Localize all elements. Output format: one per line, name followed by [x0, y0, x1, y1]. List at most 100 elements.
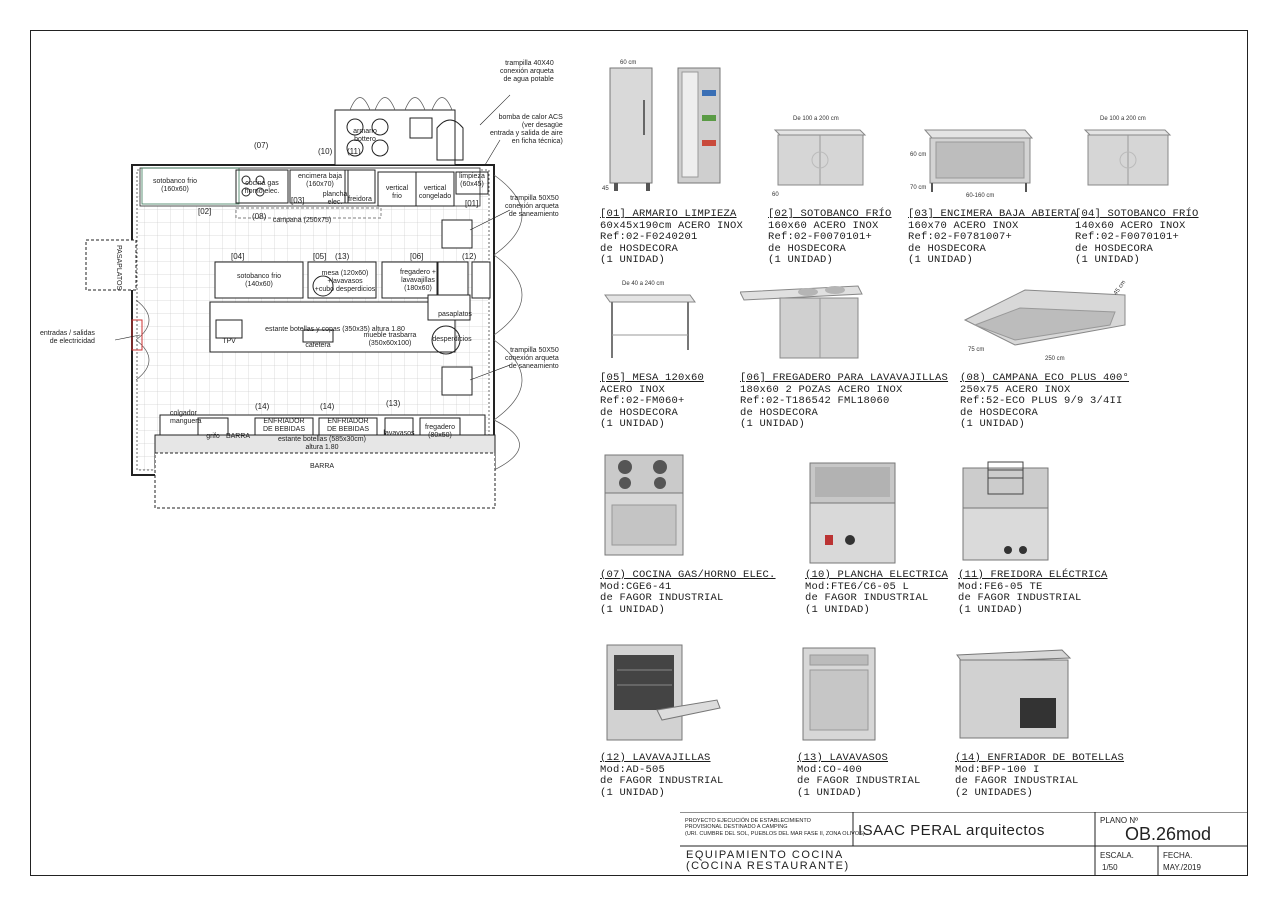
label-freidora: freidora — [348, 196, 372, 203]
fregadero-image — [740, 285, 863, 359]
enfriador-botellas-image — [956, 649, 1072, 739]
catalog-title: [04] SOTOBANCO FRÍO — [1075, 208, 1199, 220]
catalog-line: de HOSDECORA — [600, 242, 679, 255]
label-grifo: grifo — [206, 433, 220, 440]
electric-panel — [131, 319, 143, 351]
mesa-box — [307, 261, 377, 299]
dim-encimera-length: 60-160 cm — [966, 193, 995, 199]
bomba-calor — [436, 119, 464, 161]
sotobanco-frio-image — [773, 129, 867, 186]
limpieza-box — [455, 171, 489, 195]
catalog-item-08: (08) CAMPANA ECO PLUS 400° 250x75 ACERO … — [960, 372, 1129, 431]
tag-12: (12) — [462, 252, 477, 261]
catalog-line: (2 UNIDADES) — [955, 786, 1034, 799]
lavavajillas-side — [471, 261, 491, 299]
catalog-line: Mod:BFP-100 I — [955, 763, 1040, 776]
label-pasaplatos-right: pasaplatos — [438, 311, 472, 318]
label-barra-small: BARRA — [225, 433, 251, 440]
barra-outline — [154, 452, 496, 509]
catalog-item-02: [02] SOTOBANCO FRÍO 160x60 ACERO INOX Re… — [768, 208, 892, 267]
sheet-border — [30, 30, 1248, 876]
catalog-line: de HOSDECORA — [1075, 242, 1154, 255]
label-entradas-electricidad: entradas / salidas de electricidad — [40, 330, 95, 345]
catalog-line: (1 UNIDAD) — [768, 254, 834, 267]
catalog-line: de FAGOR INDUSTRIAL — [805, 592, 929, 605]
dim-sotobanco-depth: 60 — [772, 192, 779, 198]
title-block-frame — [680, 812, 1248, 876]
label-armario-bottero: armario bottero — [353, 128, 377, 143]
dim-mesa-width: De 40 a 240 cm — [622, 281, 665, 287]
catalog-line: de FAGOR INDUSTRIAL — [958, 592, 1082, 605]
catalog-line: de FAGOR INDUSTRIAL — [600, 592, 724, 605]
dim-campana-width: 75 cm — [968, 347, 985, 353]
label-enfriador-2: ENFRIADOR DE BEBIDAS — [326, 418, 370, 433]
dim-encimera-height-2: 70 cm — [910, 185, 927, 191]
catalog-line: Mod:FE6-05 TE — [958, 580, 1043, 593]
catalog-line: (1 UNIDAD) — [908, 254, 974, 267]
tag-13b: (13) — [386, 399, 401, 408]
catalog-title: [06] FREGADERO PARA LAVAVAJILLAS — [740, 372, 949, 384]
label-trampilla-agua: trampilla 40X40 conexión arqueta de agua… — [500, 60, 554, 83]
desperdicios-circle — [431, 325, 461, 355]
vertical-congelado — [415, 171, 455, 207]
catalog-line: Ref:52-ECO PLUS 9/9 3/4II — [960, 395, 1123, 408]
plano-label: PLANO Nº — [1100, 816, 1139, 825]
catalog-line: Ref:02-F0070101+ — [1075, 231, 1180, 244]
fregadero-box — [381, 261, 438, 299]
catalog-line: 160x70 ACERO INOX — [908, 219, 1019, 232]
catalog-title: [02] SOTOBANCO FRÍO — [768, 208, 892, 220]
label-enfriador-1: ENFRIADOR DE BEBIDAS — [262, 418, 306, 433]
cubo-desperdicios — [312, 275, 334, 297]
sotobanco-frio-mid — [214, 261, 304, 299]
kitchen-floor-plan: trampilla 40X40 conexión arqueta de agua… — [40, 40, 600, 520]
catalog-title: (12) LAVAVAJILLAS — [600, 752, 711, 764]
catalog-line: (1 UNIDAD) — [600, 603, 666, 616]
catalog-line: (1 UNIDAD) — [960, 418, 1026, 431]
catalog-line: Mod:FTE6/C6-05 L — [805, 580, 910, 593]
architect-name: ISAAC PERAL arquitectos — [858, 822, 1045, 839]
catalog-title: (07) COCINA GAS/HORNO ELEC. — [600, 569, 776, 581]
burner — [241, 175, 251, 185]
tag-11: (11) — [347, 147, 361, 156]
catalog-line: Ref:02-F0070101+ — [768, 231, 873, 244]
catalog-line: (1 UNIDAD) — [600, 786, 666, 799]
freidora-box — [344, 169, 376, 204]
cocina-gas-image — [604, 454, 684, 556]
catalog-line: de HOSDECORA — [740, 406, 819, 419]
drawing-subtitle: (COCINA RESTAURANTE) — [686, 860, 850, 872]
catalog-title: (14) ENFRIADOR DE BOTELLAS — [955, 752, 1125, 764]
label-estante-botellas-top: estante botellas y copas (350x35) altura… — [265, 326, 405, 333]
armario-circle — [371, 139, 389, 157]
catalog-title: (10) PLANCHA ELECTRICA — [805, 569, 949, 581]
catalog-item-05: [05] MESA 120x60 ACERO INOX Ref:02-FM060… — [600, 372, 704, 431]
catalog-item-10: (10) PLANCHA ELECTRICA Mod:FTE6/C6-05 L … — [805, 569, 949, 616]
label-bomba-calor: bomba de calor ACS (ver desagüe entrada … — [490, 114, 563, 145]
catalog-line: 180x60 2 POZAS ACERO INOX — [740, 383, 903, 396]
lavavasos-image — [802, 647, 876, 741]
mesa-image — [604, 294, 696, 358]
dim-armario-width: 60 cm — [620, 60, 637, 66]
tag-04: [04] — [231, 252, 245, 261]
catalog-line: (1 UNIDAD) — [1075, 254, 1141, 267]
trampilla-agua — [409, 117, 433, 139]
catalog-line: Ref:02-FM060+ — [600, 395, 685, 408]
fecha-label: FECHA. — [1163, 851, 1193, 860]
mueble-trasbarra — [209, 301, 456, 353]
label-vertical-congelado: vertical congelado — [418, 185, 452, 200]
label-trampilla-saneamiento-2: trampilla 50X50 conexión arqueta de sane… — [505, 347, 559, 370]
sotobanco-frio-top — [141, 167, 240, 205]
catalog-item-11: (11) FREIDORA ELÉCTRICA Mod:FE6-05 TE de… — [958, 569, 1108, 616]
trampilla-saneamiento-2 — [441, 366, 473, 396]
tag-03: [03] — [291, 196, 305, 205]
tag-06: [06] — [410, 252, 424, 261]
catalog-line: (1 UNIDAD) — [805, 603, 871, 616]
label-campana: campana (250x75) — [272, 217, 332, 224]
label-tpv: TPV — [222, 338, 236, 345]
catalog-line: de HOSDECORA — [908, 242, 987, 255]
catalog-line: de FAGOR INDUSTRIAL — [600, 775, 724, 788]
catalog-title: [01] ARMARIO LIMPIEZA — [600, 208, 737, 220]
catalog-line: (1 UNIDAD) — [958, 603, 1024, 616]
label-estante-botellas-bottom: estante botellas (585x30cm) altura 1.80 — [278, 436, 366, 451]
label-plancha: plancha elec. — [322, 191, 348, 206]
